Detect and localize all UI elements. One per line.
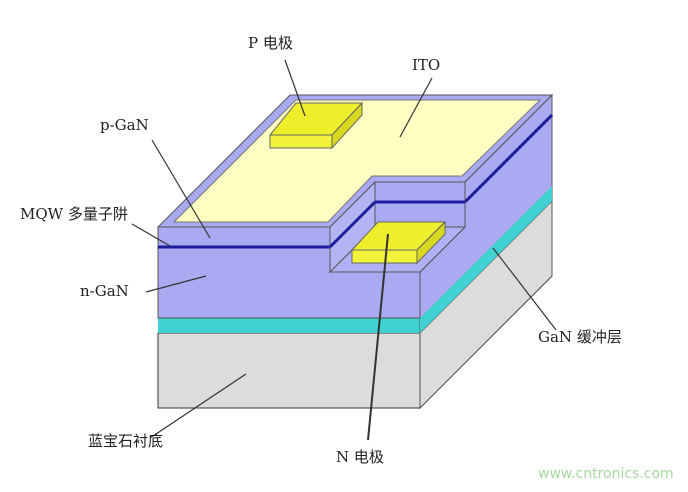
p-gan-front xyxy=(157,226,331,248)
label-mqw: MQW 多量子阱 xyxy=(20,205,128,223)
p-electrode-side xyxy=(331,101,363,150)
label-n-gan: n-GaN xyxy=(80,282,129,300)
mqw-line-notch-left xyxy=(328,200,377,249)
leader-p-electrode xyxy=(284,59,306,117)
leader-sapphire xyxy=(149,373,247,439)
leader-p-gan xyxy=(151,139,211,239)
buffer-right xyxy=(420,186,552,333)
label-sapphire-substrate: 蓝宝石衬底 xyxy=(88,432,164,450)
label-gan-buffer: GaN 缓冲层 xyxy=(538,328,622,346)
leader-ito xyxy=(399,77,433,138)
substrate-front xyxy=(157,332,421,409)
mqw-line-right xyxy=(463,113,554,204)
leader-mqw xyxy=(131,223,171,247)
ito-layer xyxy=(172,99,542,223)
leader-n-gan xyxy=(145,275,207,293)
notch-back-wall xyxy=(374,181,466,228)
label-p-gan: p-GaN xyxy=(100,116,149,134)
p-electrode-front xyxy=(269,134,333,149)
buffer-front xyxy=(158,318,420,333)
n-electrode-side xyxy=(416,220,446,265)
watermark: www.cntronics.com xyxy=(538,466,674,482)
label-ito: ITO xyxy=(412,56,441,74)
label-n-electrode: N 电极 xyxy=(336,448,384,466)
leader-n-electrode xyxy=(367,233,389,441)
leader-gan-buffer xyxy=(492,247,557,331)
label-p-electrode: P 电极 xyxy=(248,34,293,52)
